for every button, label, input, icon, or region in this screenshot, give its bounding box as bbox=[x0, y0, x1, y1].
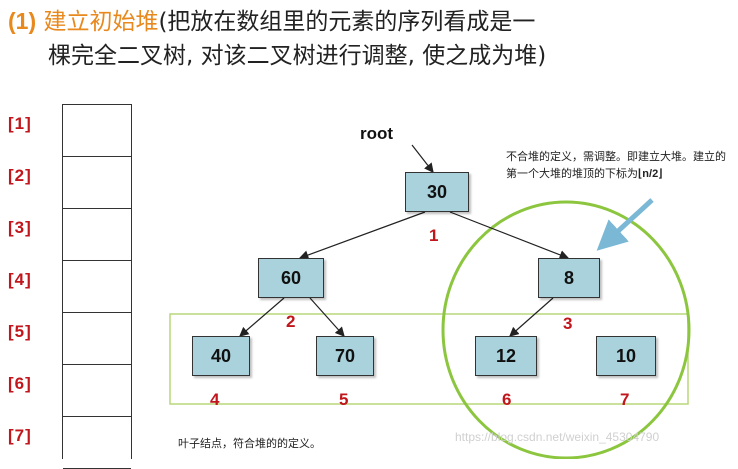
tree-node-3: 8 bbox=[538, 258, 600, 298]
edge-3-6 bbox=[509, 297, 554, 337]
array-index-5: [5] bbox=[8, 322, 32, 341]
subtree-highlight-circle bbox=[441, 200, 691, 459]
edge-2-5 bbox=[309, 297, 345, 337]
slide-title: (1) 建立初始堆(把放在数组里的元素的序列看成是一 棵完全二叉树, 对该二叉树… bbox=[8, 4, 708, 73]
step-heading: 建立初始堆 bbox=[43, 9, 159, 35]
node-index-5: 5 bbox=[339, 390, 349, 409]
array-index-2: [2] bbox=[8, 166, 32, 185]
title-line1-rest: (把放在数组里的元素的序列看成是一 bbox=[158, 9, 536, 35]
array-cell bbox=[63, 157, 131, 209]
adjust-note: 不合堆的定义，需调整。即建立大堆。建立的第一个大堆的堆顶的下标为⌊n/2⌋ bbox=[506, 148, 734, 183]
tree-node-1: 30 bbox=[405, 172, 469, 212]
edge-1-2 bbox=[298, 211, 426, 260]
array-cell bbox=[63, 313, 131, 365]
array-cell bbox=[63, 365, 131, 417]
array-index-7: [7] bbox=[8, 426, 32, 445]
tree-diagram bbox=[169, 144, 691, 459]
leaf-highlight-box bbox=[169, 313, 689, 405]
array-cell bbox=[63, 261, 131, 313]
watermark: https://blog.csdn.net/weixin_45304790 bbox=[455, 430, 660, 444]
array-cell bbox=[63, 105, 131, 157]
leaf-note: 叶子结点，符合堆的的定义。 bbox=[178, 437, 321, 450]
node-index-4: 4 bbox=[210, 390, 220, 409]
edge-2-4 bbox=[239, 297, 285, 337]
tree-node-4: 40 bbox=[192, 336, 250, 376]
root-pointer-arrow bbox=[411, 144, 434, 173]
node-index-2: 2 bbox=[286, 312, 296, 331]
adjust-note-formula: ⌊n/2⌋ bbox=[638, 168, 663, 180]
node-index-6: 6 bbox=[502, 390, 512, 409]
tree-node-6: 12 bbox=[475, 336, 537, 376]
adjust-note-text: 不合堆的定义，需调整。即建立大堆。建立的第一个大堆的堆顶的下标为 bbox=[506, 150, 726, 180]
array-index-1: [1] bbox=[8, 114, 32, 133]
root-label: root bbox=[360, 124, 394, 143]
array-cell bbox=[63, 209, 131, 261]
note-pointer-arrow bbox=[596, 198, 654, 251]
edge-1-3 bbox=[449, 211, 570, 260]
tree-node-2: 60 bbox=[258, 258, 324, 298]
array-index-4: [4] bbox=[8, 270, 32, 289]
tree-node-5: 70 bbox=[316, 336, 374, 376]
node-index-7: 7 bbox=[620, 390, 630, 409]
array-index-6: [6] bbox=[8, 374, 32, 393]
step-number: (1) bbox=[8, 8, 37, 34]
title-line-1: (1) 建立初始堆(把放在数组里的元素的序列看成是一 bbox=[8, 4, 708, 39]
node-index-1: 1 bbox=[429, 226, 439, 245]
tree-node-7: 10 bbox=[596, 336, 656, 376]
array-index-3: [3] bbox=[8, 218, 32, 237]
title-line-2: 棵完全二叉树, 对该二叉树进行调整, 使之成为堆) bbox=[48, 43, 547, 69]
node-index-3: 3 bbox=[563, 314, 573, 333]
